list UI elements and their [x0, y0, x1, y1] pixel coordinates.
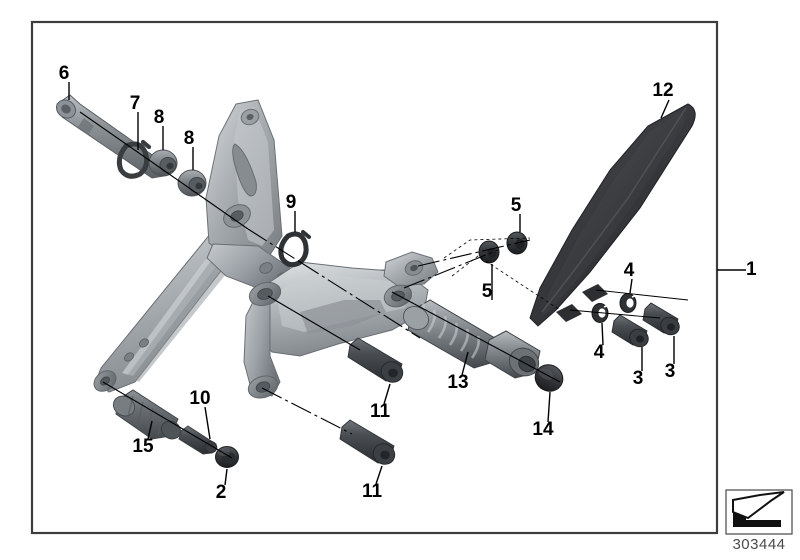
callout-7: 7: [130, 93, 141, 114]
footrest-plate-icon: [732, 491, 785, 527]
assembly-frame: [30, 20, 719, 535]
callout-4a: 4: [594, 342, 605, 363]
part-7-circlip: [116, 139, 152, 179]
part-11-bolt-upper: [347, 337, 404, 383]
callout-12: 12: [652, 80, 673, 101]
callout-6: 6: [59, 63, 70, 84]
callout-11a: 11: [370, 401, 391, 422]
part-8-bushing-upper: [148, 149, 178, 177]
callout-5b: 5: [511, 195, 522, 216]
callout-1: 1: [746, 259, 757, 280]
callout-10: 10: [189, 388, 210, 409]
part-11-bolt-lower: [339, 419, 396, 465]
footrest-bracket: [243, 251, 439, 399]
part-2-nut: [215, 446, 239, 468]
callout-3b: 3: [665, 361, 676, 382]
part-9-circlip: [278, 230, 311, 268]
diagram-id-block: 303444: [725, 489, 793, 553]
leader-lines: [68, 82, 746, 486]
pedal-lever-bracket: [205, 99, 293, 293]
callout-13: 13: [447, 372, 468, 393]
callout-numbers: 1 2 3 3 4 4 5 5 6 7 8 8 9 10 11 11 12 13…: [59, 63, 757, 503]
callout-4b: 4: [624, 260, 635, 281]
part-8-bushing-lower: [177, 169, 207, 197]
callout-8a: 8: [154, 107, 165, 128]
part-5-spacer-lower: [478, 240, 500, 264]
part-12-heel-guard: [529, 103, 696, 327]
part-13-footrest-peg: [403, 299, 541, 379]
callout-5a: 5: [482, 281, 493, 302]
callout-15: 15: [132, 436, 154, 457]
assembly-centerlines: [79, 111, 689, 459]
callout-9: 9: [286, 192, 297, 213]
part-4-washer-upper: [619, 293, 638, 313]
part-3-bolt-upper: [642, 302, 680, 336]
callout-3a: 3: [633, 368, 644, 389]
callout-14: 14: [532, 419, 554, 440]
part-15-rubber-sleeve: [112, 389, 182, 440]
callout-2: 2: [216, 482, 227, 503]
diagram-id-text: 303444: [732, 536, 785, 553]
part-3-bolt-lower: [611, 314, 649, 348]
callout-11b: 11: [362, 481, 383, 502]
callout-8b: 8: [184, 128, 195, 149]
